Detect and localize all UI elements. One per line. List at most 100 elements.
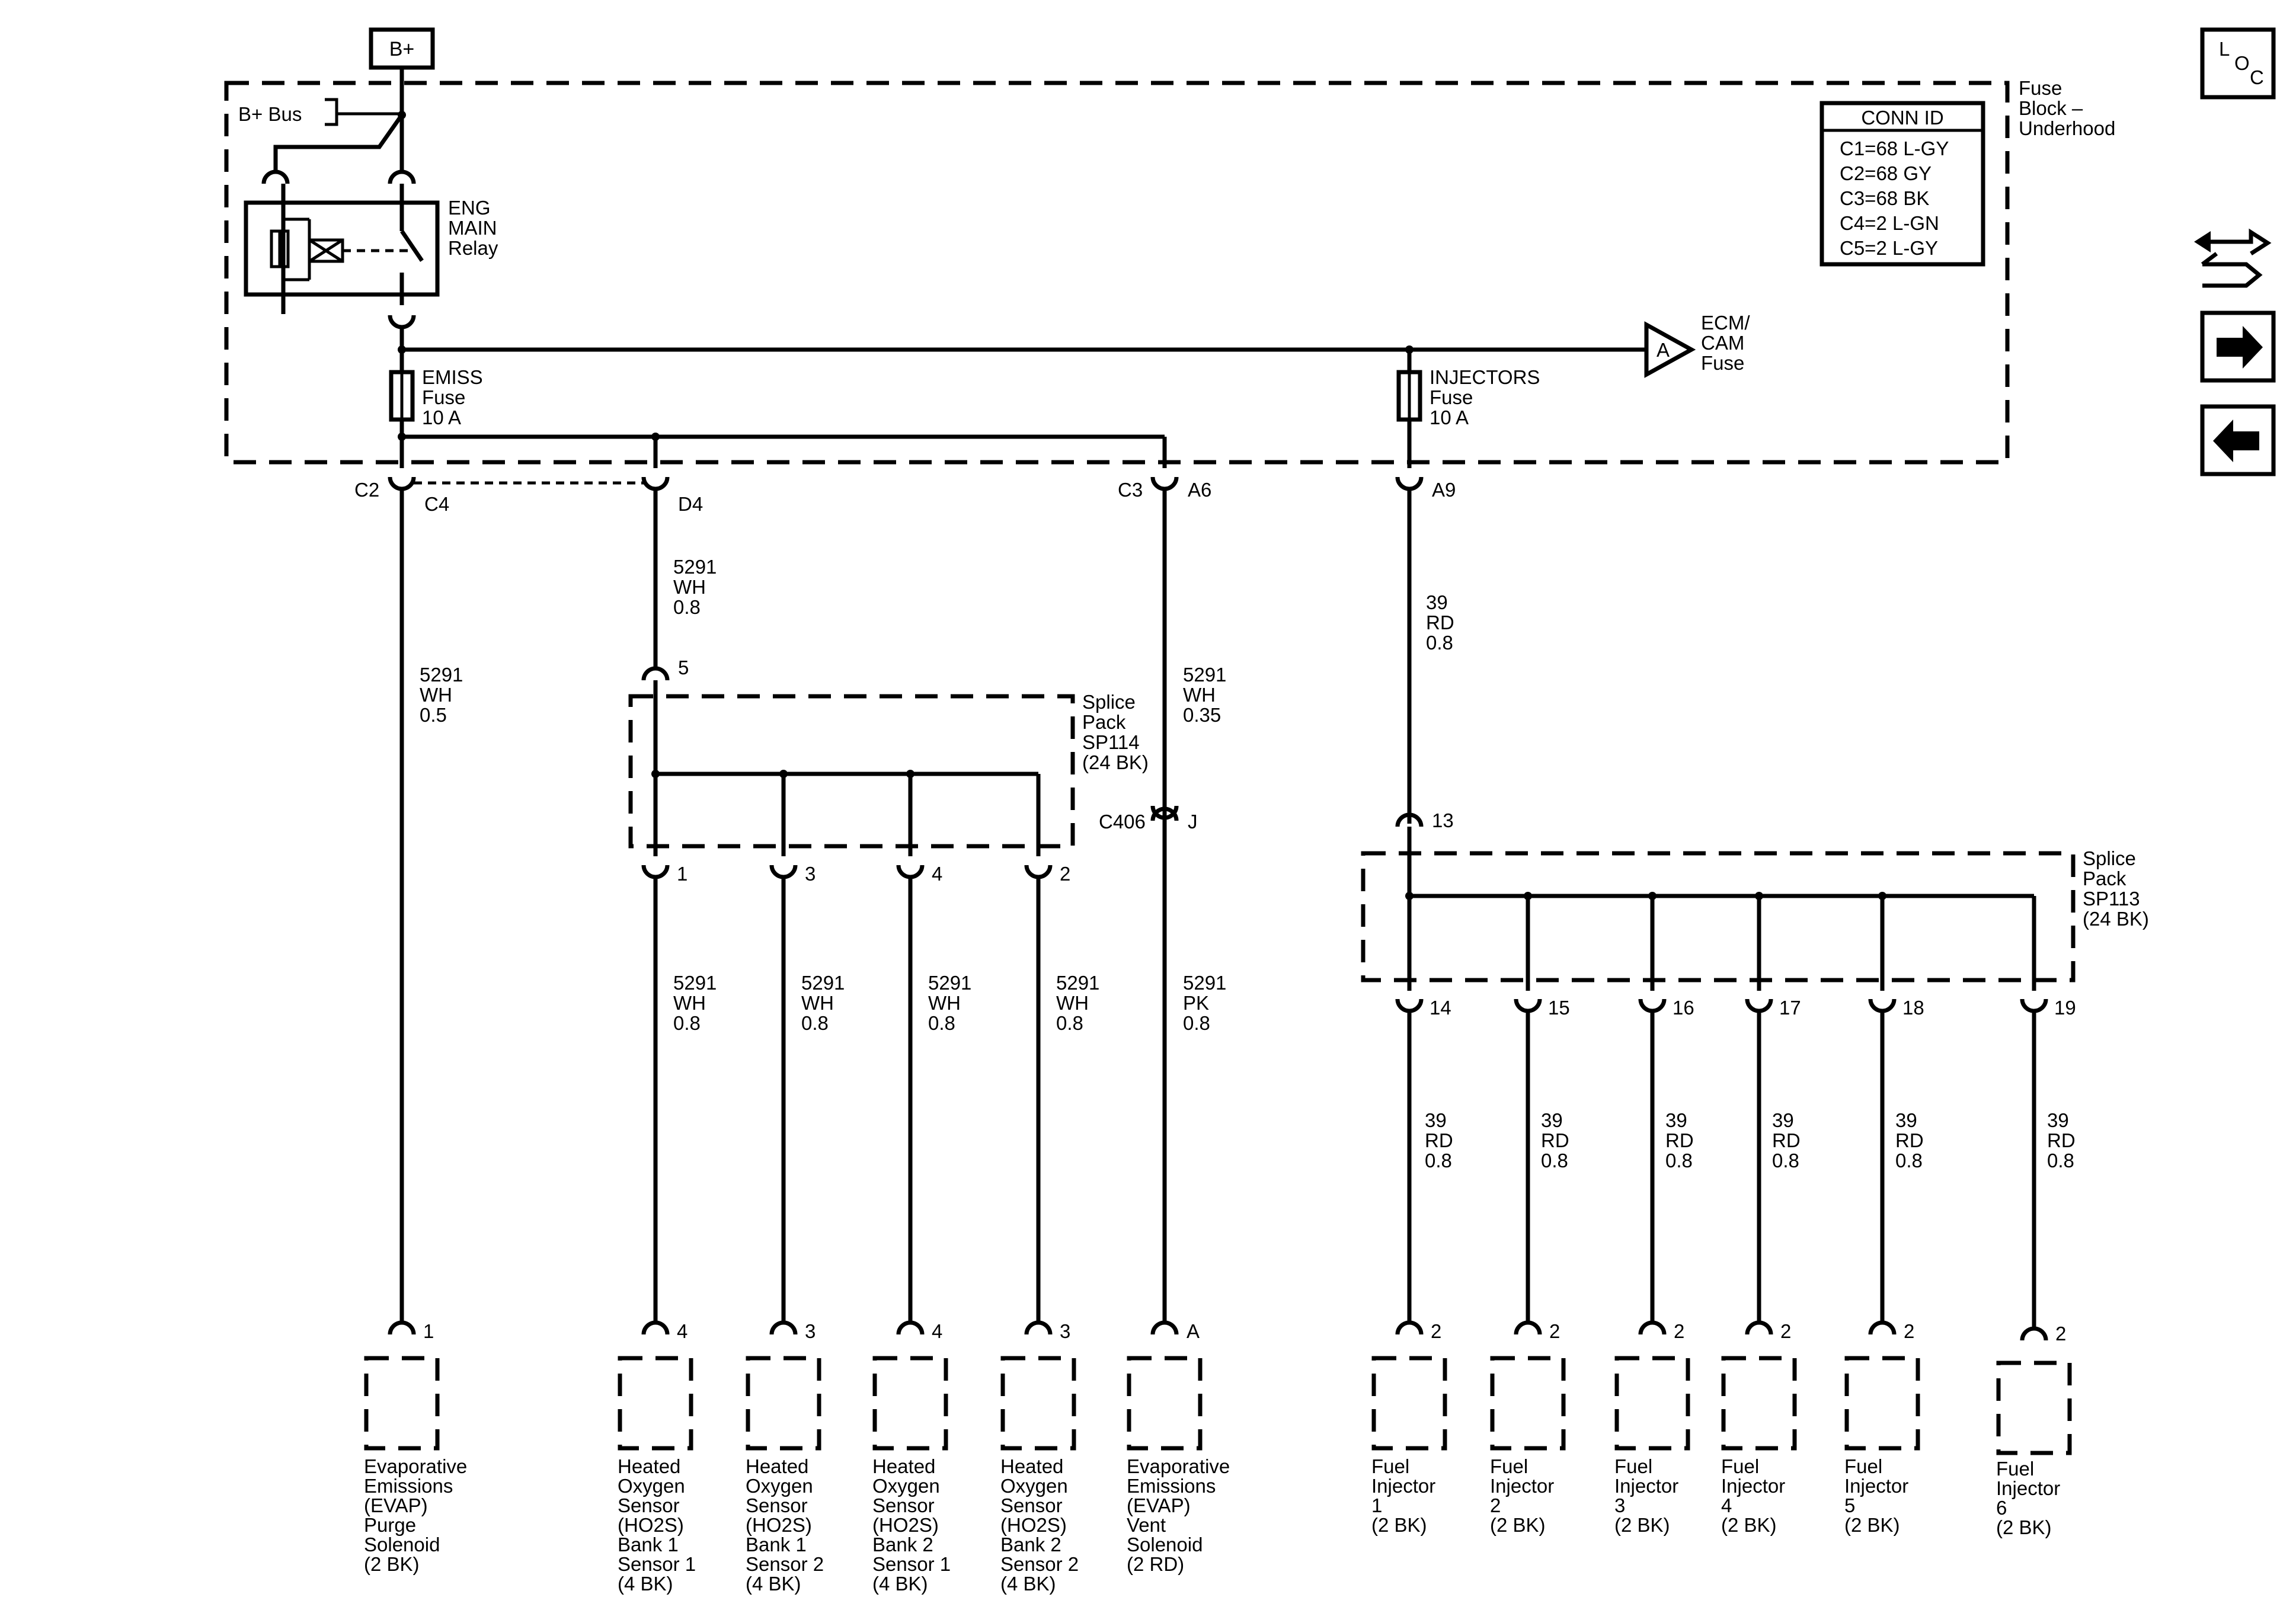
component-pin <box>896 1320 925 1335</box>
relay-coil-terminal-top <box>261 169 290 184</box>
component-label: (4 BK) <box>746 1573 801 1595</box>
fuel-injector-2 <box>1490 1356 1566 1451</box>
component-label: Fuel <box>1721 1455 1759 1477</box>
sp113-input-pin <box>1395 812 1424 827</box>
connector-a9-label: A9 <box>1432 479 1456 501</box>
component-label: 3 <box>1614 1494 1625 1516</box>
offpage-connector-a <box>1644 321 1696 378</box>
wire-label: 39 <box>2047 1109 2069 1131</box>
sp113-label-3: SP113 <box>2083 888 2140 910</box>
wire-label: 0.8 <box>1426 632 1453 654</box>
connector-c3-a6 <box>1150 476 1179 491</box>
component-pin <box>1868 1320 1897 1335</box>
component-label: Oxygen <box>872 1475 940 1497</box>
conn-id-title: CONN ID <box>1861 107 1943 129</box>
component-label: Sensor <box>618 1494 680 1516</box>
connector-c3-label: C3 <box>1118 479 1143 501</box>
component-label: Solenoid <box>1127 1534 1203 1555</box>
component-pin <box>1150 1320 1179 1335</box>
component-label: Fuel <box>1844 1455 1882 1477</box>
bplus-bus-label: B+ Bus <box>238 103 302 125</box>
wire-label: 39 <box>1665 1109 1687 1131</box>
relay-switch-contact <box>400 230 424 262</box>
splice-pack-sp114 <box>628 694 1075 849</box>
sp114-label-1: Splice <box>1082 691 1136 713</box>
component-pin <box>1514 1320 1542 1335</box>
component-label: (HO2S) <box>618 1514 684 1536</box>
component-label: (HO2S) <box>746 1514 812 1536</box>
wire-label: 0.8 <box>1425 1150 1452 1172</box>
sp114-output-pin <box>769 865 798 879</box>
component-label: (2 BK) <box>1996 1516 2052 1538</box>
connector-c4-label: C4 <box>424 493 449 515</box>
wire-label: 39 <box>1425 1109 1447 1131</box>
wire-label: 39 <box>1426 591 1448 613</box>
wire-label: 39 <box>1772 1109 1794 1131</box>
component-pin <box>2020 1326 2048 1341</box>
component-label: (2 BK) <box>1490 1514 1546 1536</box>
component-label: Sensor 1 <box>872 1553 951 1575</box>
fuse-block-label-3: Underhood <box>2019 117 2115 139</box>
sp114-input-pin-label: 5 <box>678 657 689 678</box>
ho2s-bank2-sensor1 <box>872 1356 948 1451</box>
component-label: Bank 2 <box>1000 1534 1061 1555</box>
component-label: Oxygen <box>746 1475 813 1497</box>
wire-label: WH <box>673 576 706 598</box>
sp113-output-pin <box>1638 998 1667 1013</box>
offpage-label-3: Fuse <box>1701 352 1744 374</box>
offpage-label-2: CAM <box>1701 332 1744 354</box>
component-label: Sensor 1 <box>618 1553 696 1575</box>
component-label: Emissions <box>1127 1475 1216 1497</box>
wire-label: RD <box>2047 1129 2076 1151</box>
component-label: Sensor <box>1000 1494 1063 1516</box>
wire-label: 5291 <box>1183 972 1226 994</box>
loc-letter-o: O <box>2234 52 2250 74</box>
connector-swap-icon[interactable] <box>2194 228 2272 288</box>
component-label: Oxygen <box>618 1475 685 1497</box>
component-label: (HO2S) <box>1000 1514 1067 1536</box>
component-pin <box>769 1320 798 1335</box>
sp113-output-pin <box>1745 998 1773 1013</box>
component-label: Evaporative <box>1127 1455 1230 1477</box>
fuel-injector-1 <box>1371 1356 1447 1451</box>
component-label: Evaporative <box>364 1455 467 1477</box>
wire-label: WH <box>801 992 834 1014</box>
wire-label: 0.8 <box>801 1012 829 1034</box>
evap-purge-solenoid <box>364 1356 440 1451</box>
wire-label: 5291 <box>673 556 717 578</box>
component-label: Emissions <box>364 1475 453 1497</box>
ho2s-bank2-sensor2 <box>1000 1356 1076 1451</box>
loc-button[interactable]: L O C <box>2200 27 2276 100</box>
component-pin-label: A <box>1187 1320 1200 1342</box>
wire-label: 5291 <box>1056 972 1099 994</box>
wire-label: RD <box>1426 612 1454 633</box>
wire-label: 5291 <box>1183 664 1226 686</box>
arrow-left-icon[interactable] <box>2200 404 2276 476</box>
component-label: Injector <box>1490 1475 1554 1497</box>
sp114-label-3: SP114 <box>1082 731 1140 753</box>
arrow-right-icon[interactable] <box>2200 311 2276 383</box>
component-pin <box>1024 1320 1053 1335</box>
wire-label: RD <box>1425 1129 1453 1151</box>
fuse-block-outline <box>224 81 2010 465</box>
fuse-block-label-2: Block – <box>2019 97 2083 119</box>
component-label: Heated <box>746 1455 808 1477</box>
conn-id-row: C5=2 L-GY <box>1840 237 1938 259</box>
sp113-output-pin-label: 17 <box>1779 997 1801 1019</box>
wire-label: WH <box>673 992 706 1014</box>
component-label: Fuel <box>1371 1455 1409 1477</box>
component-label: Sensor 2 <box>746 1553 824 1575</box>
sp113-input-pin-label: 13 <box>1432 809 1454 831</box>
component-pin-label: 3 <box>1060 1320 1070 1342</box>
component-pin-label: 2 <box>1674 1320 1684 1342</box>
relay-coil-feed-wire <box>273 113 404 172</box>
component-label: (HO2S) <box>872 1514 939 1536</box>
sp113-output-pin <box>1395 998 1424 1013</box>
component-label: (2 BK) <box>1844 1514 1900 1536</box>
component-label: Injector <box>1996 1477 2060 1499</box>
sp113-label-4: (24 BK) <box>2083 908 2149 930</box>
sp113-label-2: Pack <box>2083 868 2126 889</box>
component-pin-label: 4 <box>932 1320 942 1342</box>
wire-label: 5291 <box>673 972 717 994</box>
